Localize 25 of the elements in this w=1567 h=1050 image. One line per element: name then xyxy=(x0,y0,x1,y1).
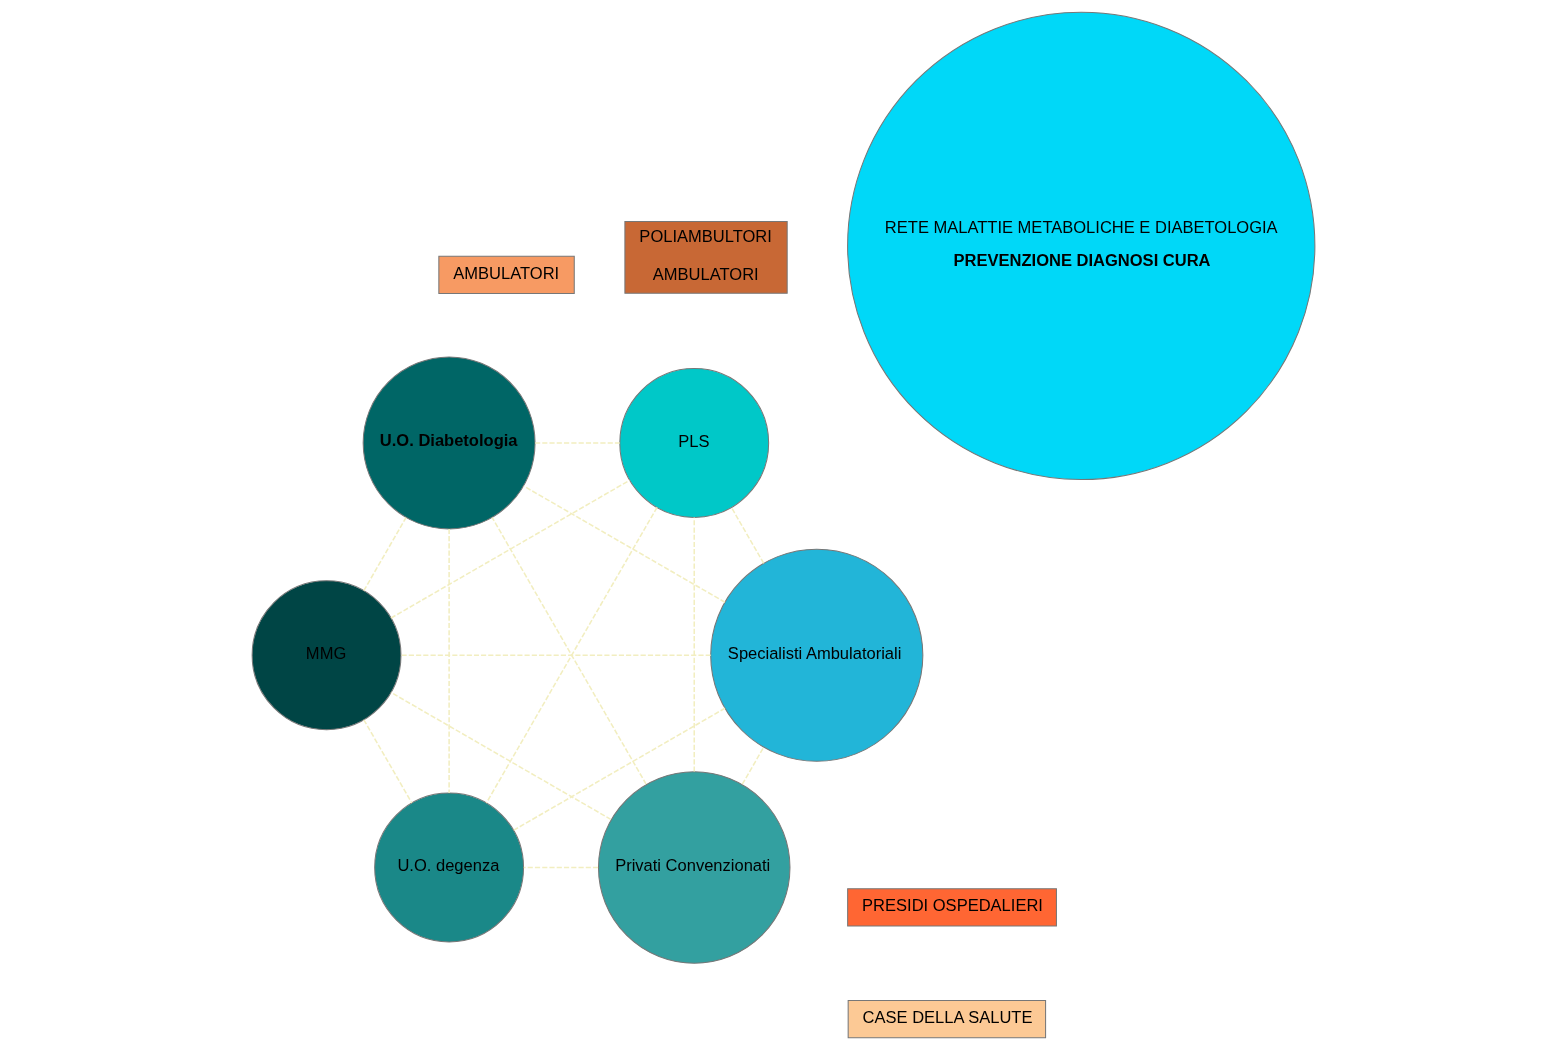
connector xyxy=(534,442,621,444)
node-circle: PLS xyxy=(619,368,770,518)
node-box: AMBULATORI xyxy=(438,255,575,294)
connector xyxy=(741,746,765,785)
node-circle: Privati Convenzionati xyxy=(597,771,791,964)
node-circle: U.O. degenza xyxy=(374,792,525,943)
connector xyxy=(485,506,658,804)
connector xyxy=(730,506,765,565)
connector xyxy=(522,485,726,603)
node-circle: Specialisti Ambulatoriali xyxy=(710,548,924,762)
node-circle: U.O. Diabetologia xyxy=(362,356,536,530)
connector xyxy=(363,719,413,804)
connector xyxy=(390,479,631,619)
node-circle: MMG xyxy=(251,580,402,731)
connector xyxy=(448,528,450,794)
node-box: POLIAMBULTORI AMBULATORI xyxy=(624,220,788,294)
connector xyxy=(363,516,407,592)
node-circle: RETE MALATTIE METABOLICHE E DIABETOLOGIA PREVENZIONE DIAGNOSI CURA xyxy=(847,11,1316,481)
connector xyxy=(400,654,712,657)
node-box: CASE DELLA SALUTE xyxy=(847,999,1047,1039)
connector xyxy=(390,691,612,821)
connector xyxy=(513,707,726,831)
connector xyxy=(491,516,647,785)
node-box: PRESIDI OSPEDALIERI xyxy=(847,888,1057,927)
connector xyxy=(523,866,599,869)
